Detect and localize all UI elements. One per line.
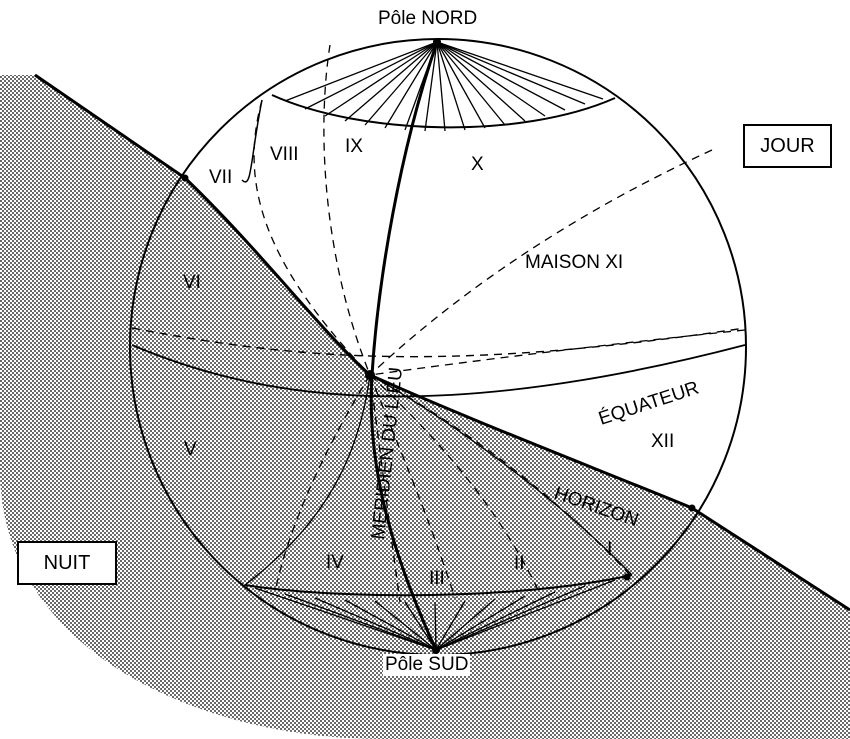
equator-hidden-line — [131, 327, 746, 358]
house-xii-label: XII — [651, 431, 674, 452]
house-v-label: V — [184, 439, 197, 460]
house-boundaries-solid — [184, 99, 371, 376]
day-region-label: JOUR — [743, 124, 832, 168]
south-polar-circle — [244, 574, 633, 597]
lower-house-lines — [244, 374, 633, 586]
house-i-label: I — [607, 539, 612, 560]
house-viii-label: VIII — [270, 144, 299, 165]
north-pole-label: Pôle NORD — [378, 8, 478, 29]
north-pole-fan — [284, 41, 604, 132]
node-marks — [181, 38, 696, 654]
house-iv-label: IV — [326, 552, 344, 573]
night-region-label: NUIT — [17, 541, 117, 585]
equator-line — [131, 344, 746, 398]
house-ii-label: II — [514, 553, 525, 574]
house-iii-label: III — [429, 568, 445, 589]
house-vi-label: VI — [183, 272, 201, 293]
north-polar-circle — [271, 94, 616, 129]
south-pole-label: Pôle SUD — [383, 654, 471, 676]
house-xi-label: MAISON XI — [525, 252, 623, 273]
south-pole-fan — [254, 579, 616, 651]
house-x-label: X — [471, 154, 484, 175]
equator-label: ÉQUATEUR — [596, 378, 702, 430]
house-ix-label: IX — [345, 136, 363, 157]
house-vii-label: VII — [209, 167, 232, 188]
